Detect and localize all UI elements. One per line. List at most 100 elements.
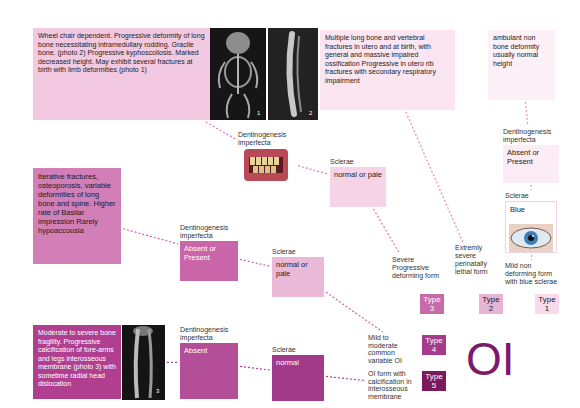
trait-box: Absent — [180, 343, 238, 399]
arm-bone — [219, 62, 225, 88]
dotted-connector — [525, 102, 528, 126]
type-description: Extremly severe perinatally lethal form — [455, 244, 503, 293]
tooth — [259, 166, 264, 173]
teeth-photo — [244, 149, 288, 181]
type-badge: Type 3 — [420, 294, 444, 314]
trait-heading: Sclerae — [505, 192, 557, 200]
trait-node: ScleraeBlue — [505, 192, 557, 253]
trait-node: Dentinogenesis imperfectaAbsent or Prese… — [180, 224, 238, 281]
type-text: Type 5 — [424, 372, 444, 390]
description-text: Extremly severe perinatally lethal form — [455, 244, 503, 276]
type-text: Type 1 — [537, 295, 557, 313]
description-box: Multiple long bone and vertebral fractur… — [320, 30, 455, 110]
description-box: Wheel chair dependent. Progressive defor… — [33, 28, 210, 120]
box-text: normal — [276, 358, 320, 367]
heading-text: Sclerae — [330, 158, 386, 166]
tooth — [271, 166, 276, 173]
eye-photo — [509, 224, 553, 252]
diagram-mark: OI — [466, 336, 515, 382]
photo-number: 3 — [156, 388, 159, 394]
dotted-connector — [374, 209, 400, 254]
tooth — [250, 157, 255, 165]
type-node: Severe Progressive deforming formType 3 — [392, 256, 444, 314]
type-node: Extremly severe perinatally lethal formT… — [455, 244, 503, 314]
trait-node: Sclerae normal — [272, 346, 324, 401]
heading-text: Dentinogenesis imperfecta — [503, 128, 559, 144]
dotted-connector — [123, 229, 178, 244]
description-text: Mild non deforming form with blue sclera… — [505, 262, 559, 286]
box-text: Absent or Present — [507, 148, 555, 166]
heading-text: Sclerae — [272, 346, 324, 354]
trait-node: Scleraenormal or pale — [330, 158, 386, 207]
type-text: Type 4 — [424, 336, 444, 354]
tooth — [253, 166, 258, 173]
heading-text: Sclerae — [505, 192, 557, 200]
box-text: Multiple long bone and vertebral fractur… — [325, 34, 450, 85]
lips-shape — [244, 149, 288, 181]
leg-bone — [227, 94, 232, 118]
forearm-bone — [149, 329, 151, 398]
box-text: Wheel chair dependent. Progressive defor… — [38, 32, 205, 75]
description-box: Moderate to severe bone fragility. Progr… — [33, 325, 121, 399]
mouth-shape — [249, 157, 283, 173]
trait-box: Absent or Present — [503, 145, 559, 183]
box-text: normal or pale — [276, 260, 320, 278]
trait-box: Blue — [505, 201, 557, 253]
description-text: Mild to moderate common variable OI — [368, 334, 420, 364]
dotted-connector — [240, 366, 270, 370]
dotted-connector — [531, 255, 532, 260]
photo-number: 2 — [309, 110, 312, 116]
photo-ground — [210, 28, 266, 120]
type-description: OI form with calcification in interosseo… — [368, 370, 422, 400]
trait-heading: Dentinogenesis imperfecta — [180, 224, 238, 240]
arm-bone — [251, 62, 257, 88]
dotted-connector — [326, 376, 366, 380]
leg-bone — [244, 94, 249, 118]
tooth — [262, 157, 267, 165]
dotted-connector — [240, 259, 270, 266]
box-text: ambulant non bone deformity usually norm… — [493, 34, 550, 68]
skin-ground — [509, 224, 553, 252]
box-text: Absent or Present — [184, 244, 234, 262]
trait-node: Dentinogenesis imperfecta — [238, 131, 296, 183]
box-text: Absent — [184, 346, 234, 355]
type-badge: Type 2 — [479, 294, 503, 314]
trait-heading: Sclerae — [330, 158, 386, 166]
trait-heading: Sclerae — [272, 346, 324, 354]
tooth — [268, 157, 273, 165]
photo-ground — [268, 28, 318, 120]
type-text: Type 3 — [422, 295, 442, 313]
type-description: Mild to moderate common variable OI — [368, 334, 422, 364]
sclera-shape — [511, 228, 551, 248]
type-badge: Type 1 — [535, 294, 559, 314]
description-box: ambulant non bone deformity usually norm… — [488, 30, 555, 100]
description-box: Iterative fractures, osteoporosis, varia… — [33, 168, 121, 264]
iris-shape — [524, 231, 538, 245]
trait-node: Dentinogenesis imperfectaAbsent or Prese… — [503, 128, 559, 183]
eye-highlight — [532, 235, 534, 237]
xray-photo — [210, 28, 266, 120]
heading-text: Dentinogenesis imperfecta — [180, 326, 238, 342]
trait-heading: Sclerae — [272, 248, 324, 256]
trait-node: Sclerae normal or pale — [272, 248, 324, 297]
type-node: OI form with calcification in interosseo… — [368, 370, 446, 400]
type-node: Mild to moderate common variable OIType … — [368, 334, 446, 364]
trait-box: normal or pale — [272, 257, 324, 297]
pupil-shape — [528, 235, 534, 241]
tooth — [265, 166, 270, 173]
dotted-connector — [206, 122, 236, 139]
trait-node: Dentinogenesis imperfectaAbsent — [180, 326, 238, 399]
trait-heading: Dentinogenesis imperfecta — [180, 326, 238, 342]
long-bone — [297, 36, 301, 112]
type-description: Mild non deforming form with blue sclera… — [505, 262, 559, 293]
box-text: Moderate to severe bone fragility. Progr… — [38, 329, 116, 389]
photo-number: 1 — [257, 110, 260, 116]
trait-box: Absent or Present — [180, 241, 238, 281]
heading-text: Sclerae — [272, 248, 324, 256]
trait-box: normal — [272, 355, 324, 401]
type-description: Severe Progressive deforming form — [392, 256, 444, 293]
dotted-connector — [326, 292, 383, 332]
heading-text: Dentinogenesis imperfecta — [180, 224, 238, 240]
description-text: Severe Progressive deforming form — [392, 256, 444, 280]
